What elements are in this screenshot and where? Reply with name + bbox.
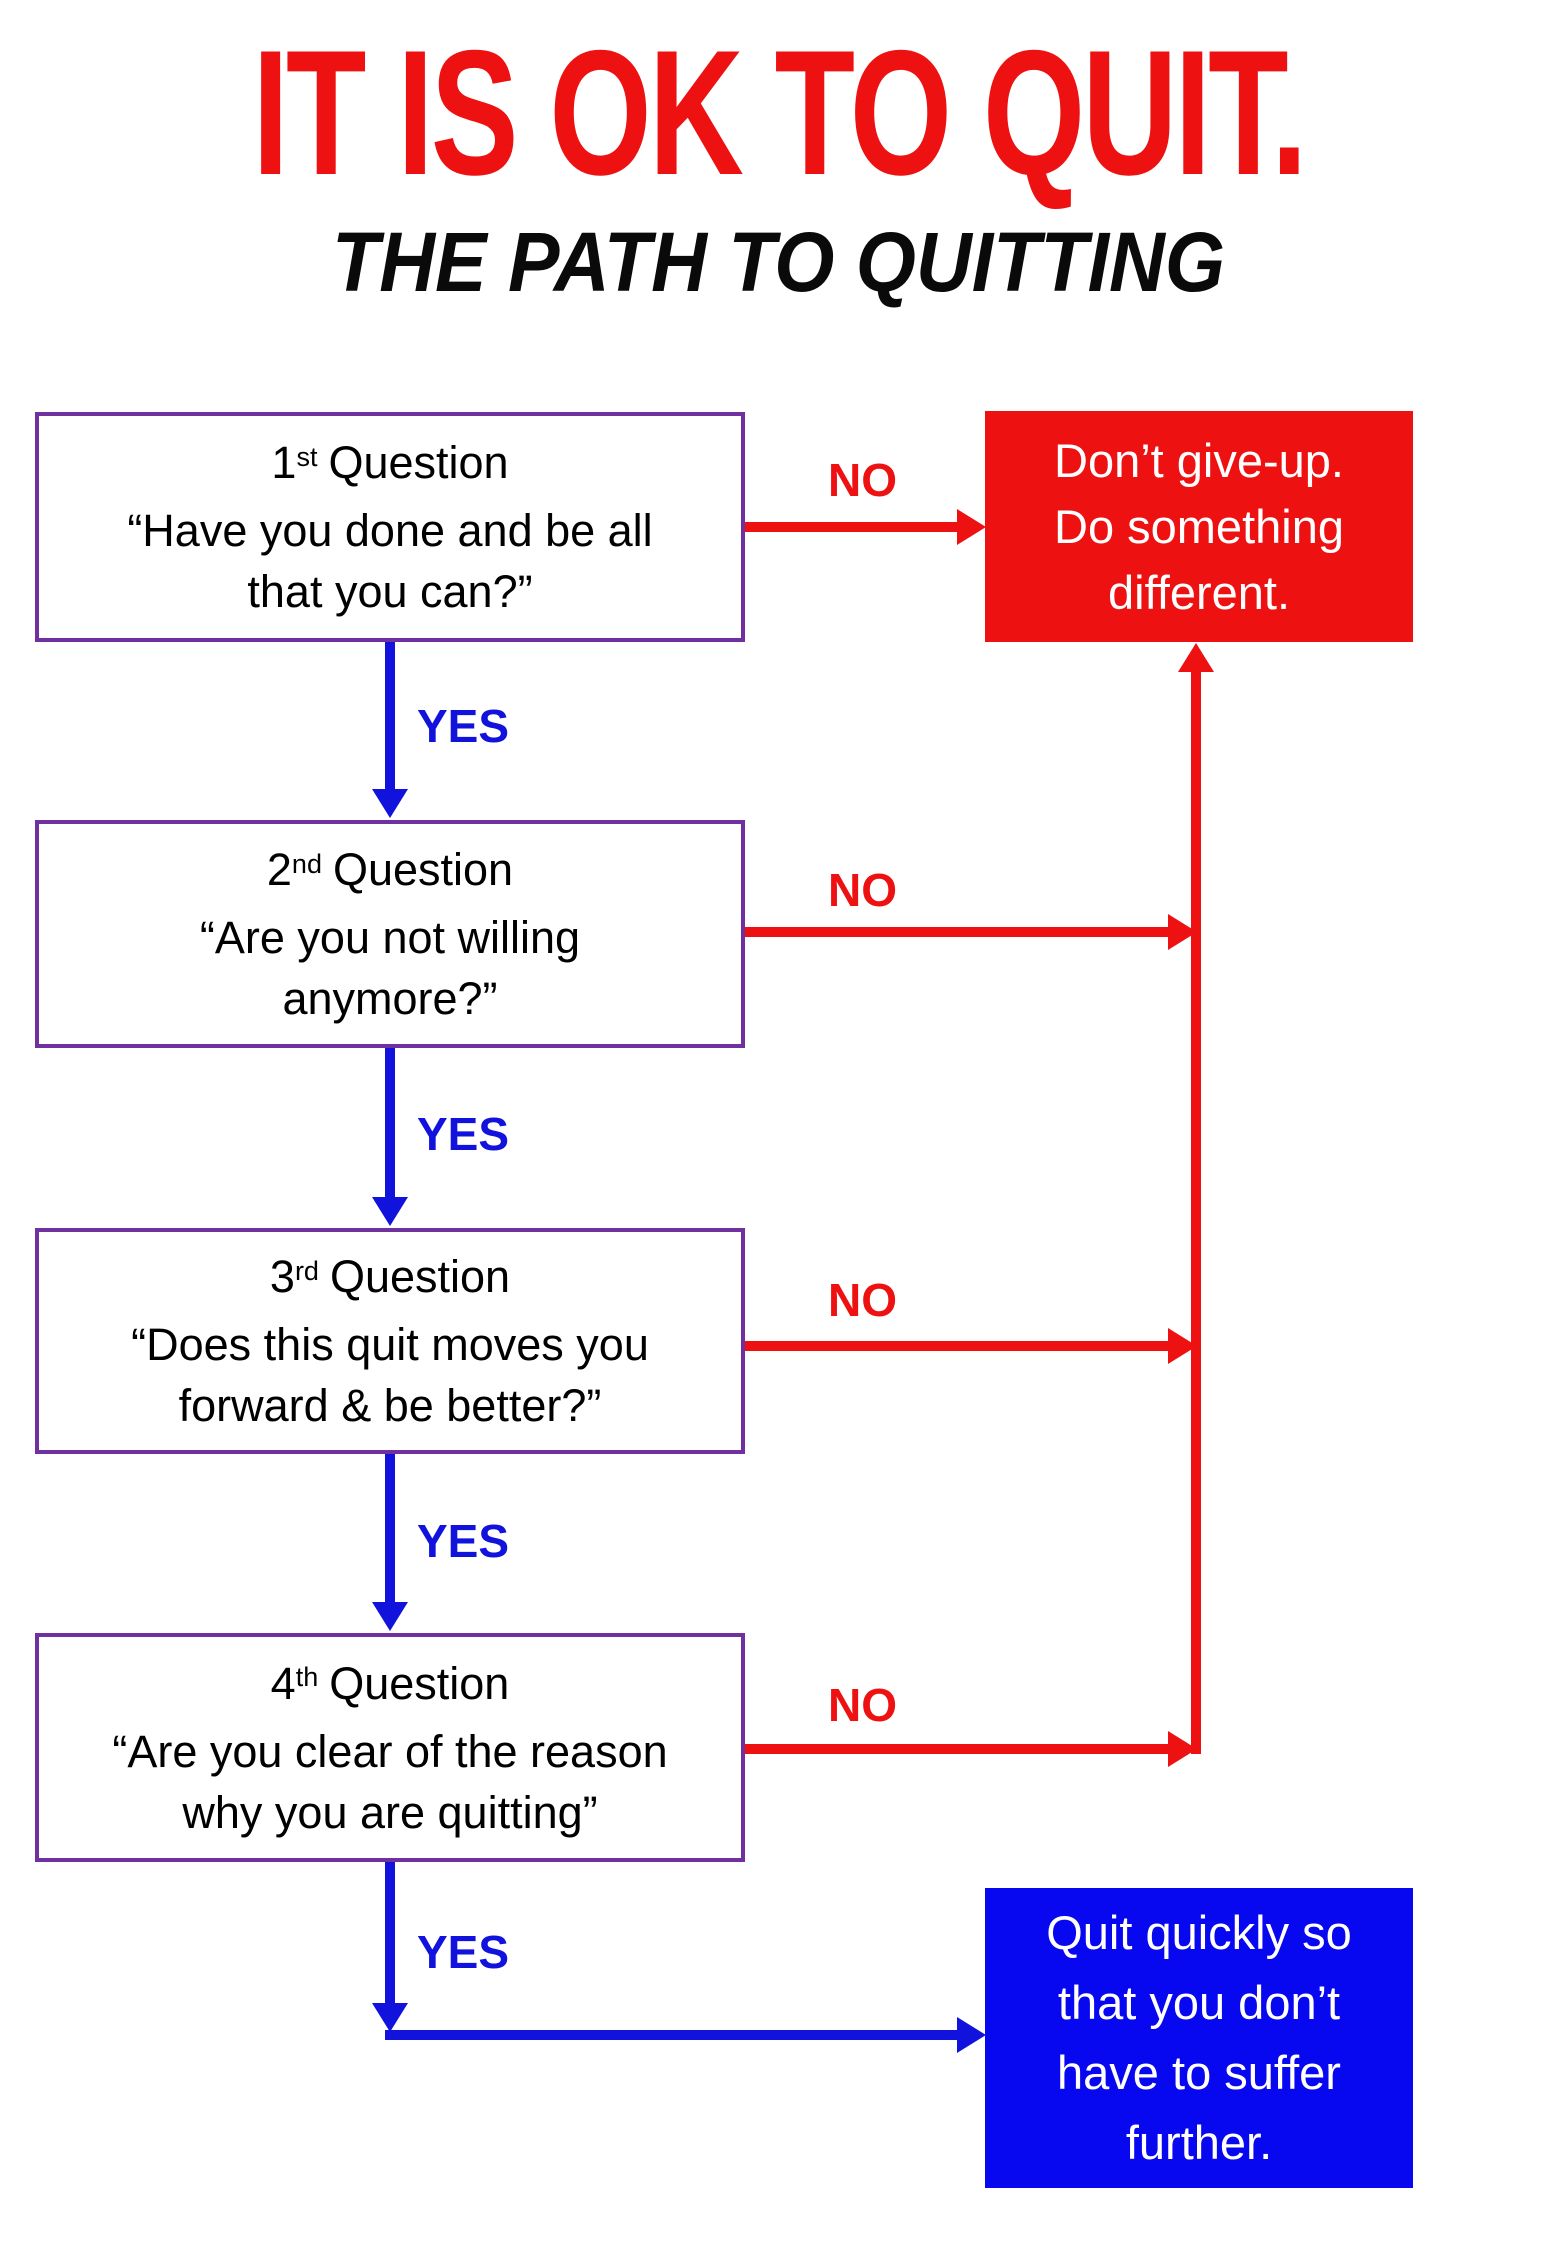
yes-label-1: YES xyxy=(417,700,510,752)
question-1-ordinal: st xyxy=(296,441,318,472)
no-arrow-1 xyxy=(745,522,957,532)
question-3-text-line: forward & be better?” xyxy=(178,1380,602,1431)
yes-arrow-4 xyxy=(385,1862,395,2007)
no-arrow-3 xyxy=(745,1341,1168,1351)
page-subtitle: THE PATH TO QUITTING xyxy=(331,215,1225,309)
question-1-heading: 1st Question xyxy=(271,432,508,500)
question-4-number: 4 xyxy=(270,1657,296,1709)
outcome-red-line: Don’t give-up. xyxy=(1054,433,1344,487)
question-4-text-line: why you are quitting” xyxy=(182,1786,598,1838)
outcome-blue-line: Quit quickly so xyxy=(1046,1906,1352,1959)
yes-arrow-4-arrowhead-icon xyxy=(372,2003,408,2032)
yes-arrow-2-arrowhead-icon xyxy=(372,1197,408,1226)
no-arrow-4 xyxy=(745,1744,1168,1754)
question-1-label: Question xyxy=(328,437,509,488)
question-1-number: 1 xyxy=(271,437,297,488)
question-2-text-line: anymore?” xyxy=(282,973,498,1024)
yes-arrow-2 xyxy=(385,1048,395,1200)
question-box-4: 4th Question “Are you clear of the reason… xyxy=(35,1633,745,1862)
question-3-ordinal: rd xyxy=(294,1255,319,1286)
yes-arrow-3 xyxy=(385,1454,395,1606)
page-title: IT IS OK TO QUIT. xyxy=(252,13,1307,212)
yes-arrow-3-arrowhead-icon xyxy=(372,1602,408,1631)
no-label-3: NO xyxy=(828,1274,897,1326)
question-4-label: Question xyxy=(329,1657,510,1709)
question-2-text-line: “Are you not willing xyxy=(199,912,581,963)
no-merge-line xyxy=(1191,669,1201,1754)
outcome-red-line: different. xyxy=(1107,565,1291,619)
question-3-number: 3 xyxy=(269,1251,295,1302)
yes-arrow-5 xyxy=(385,2030,957,2040)
yes-label-2: YES xyxy=(417,1108,510,1160)
question-3-label: Question xyxy=(329,1251,511,1302)
yes-label-4: YES xyxy=(417,1926,510,1978)
question-2-ordinal: nd xyxy=(291,848,322,879)
no-arrow-1-arrowhead-icon xyxy=(957,509,986,545)
yes-arrow-5-arrowhead-icon xyxy=(957,2017,986,2053)
question-2-heading: 2nd Question xyxy=(267,839,513,907)
no-arrow-2 xyxy=(745,927,1168,937)
no-merge-arrowhead-icon xyxy=(1178,643,1214,672)
question-4-ordinal: th xyxy=(295,1662,319,1693)
question-2-label: Question xyxy=(332,844,514,895)
question-1-text-line: “Have you done and be all xyxy=(127,505,653,556)
yes-arrow-1 xyxy=(385,642,395,792)
yes-arrow-1-arrowhead-icon xyxy=(372,789,408,818)
no-label-4: NO xyxy=(828,1679,897,1731)
question-2-number: 2 xyxy=(266,844,292,895)
question-4-heading: 4th Question xyxy=(271,1653,510,1721)
outcome-red-line: Do something xyxy=(1054,499,1344,553)
outcome-blue-line: further. xyxy=(1125,2116,1273,2169)
question-3-text-line: “Does this quit moves you xyxy=(131,1319,649,1370)
yes-label-3: YES xyxy=(417,1515,510,1567)
question-1-text-line: that you can?” xyxy=(247,566,533,617)
no-label-1: NO xyxy=(828,454,897,506)
outcome-blue-line: that you don’t xyxy=(1057,1976,1341,2029)
question-3-heading: 3rd Question xyxy=(270,1246,510,1314)
question-box-2: 2nd Question “Are you not willing anymore… xyxy=(35,820,745,1048)
question-4-text-line: “Are you clear of the reason xyxy=(112,1725,668,1777)
outcome-box-dont-give-up: Don’t give-up. Do something different. xyxy=(985,411,1413,642)
no-label-2: NO xyxy=(828,864,897,916)
question-box-1: 1st Question “Have you done and be all th… xyxy=(35,412,745,642)
question-box-3: 3rd Question “Does this quit moves you fo… xyxy=(35,1228,745,1454)
outcome-blue-line: have to suffer xyxy=(1057,2046,1341,2099)
outcome-box-quit-quickly: Quit quickly so that you don’t have to s… xyxy=(985,1888,1413,2188)
